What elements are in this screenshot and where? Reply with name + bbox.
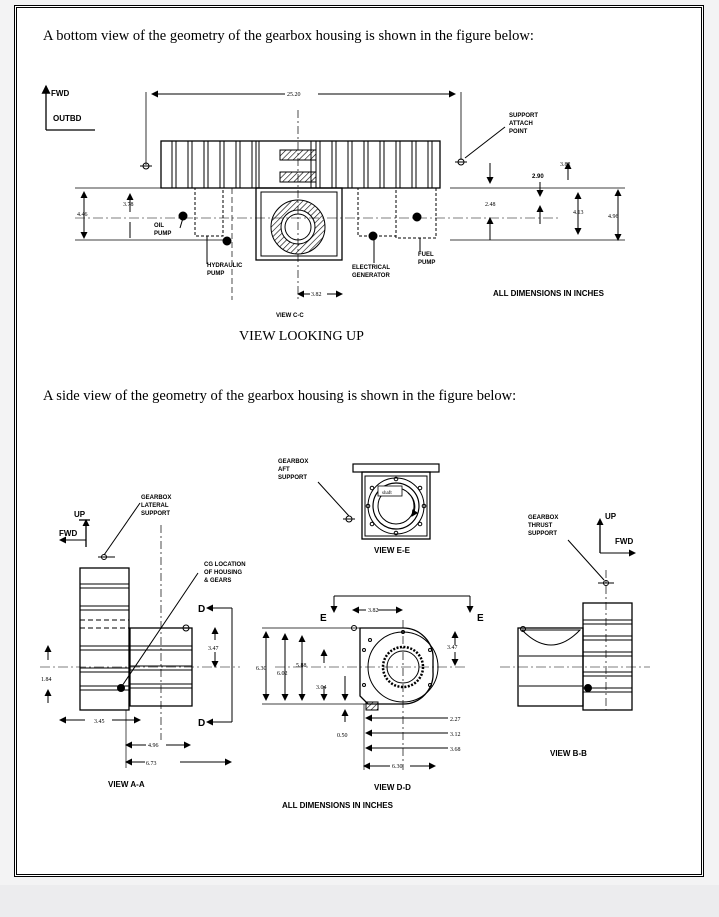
support-attach-label-3: POINT [509, 129, 528, 135]
thrust-support-label-2: THRUST [528, 523, 553, 529]
dim-4-96-side: 4.96 [148, 743, 159, 749]
aft-support-label-3: SUPPORT [278, 475, 307, 481]
fuel-pump-label-1: FUEL [418, 252, 434, 258]
dim-3-78: 3.78 [123, 202, 134, 208]
view-looking-up-title: VIEW LOOKING UP [239, 329, 364, 344]
fwd-label-right: FWD [615, 537, 633, 546]
dim-3-04: 3.04 [316, 685, 327, 691]
lateral-support-label-1: GEARBOX [141, 495, 171, 501]
dim-5-88: 5.88 [296, 663, 307, 669]
view-bb-labels: GEARBOX THRUST SUPPORT UP FWD VIEW B-B [528, 512, 633, 758]
dim-2-90: 2.90 [532, 174, 544, 180]
aft-support-label-1: GEARBOX [278, 459, 308, 465]
cg-location-label-2: OF HOUSING [204, 570, 242, 576]
up-label-right: UP [605, 512, 617, 521]
dim-4-46: 4.46 [77, 212, 88, 218]
figure-sheet: A bottom view of the geometry of the gea… [14, 5, 704, 877]
fuel-pump-label-2: PUMP [418, 260, 435, 266]
electrical-generator-label-2: GENERATOR [352, 273, 390, 279]
oil-pump-label-2: PUMP [154, 231, 171, 237]
view-cc-labels: FWD OUTBD SUPPORT ATTACH POINT OIL PUMP … [51, 89, 619, 319]
up-label-left: UP [74, 510, 86, 519]
dim-3-82-side: 3.82 [368, 608, 379, 614]
dim-3-45: 3.45 [94, 719, 105, 725]
view-bb-drawing [500, 518, 650, 711]
lateral-support-label-2: LATERAL [141, 503, 169, 509]
dim-6-30-horizontal: 6.30 [392, 764, 403, 770]
dim-3-47-right: 3.47 [447, 645, 458, 651]
all-dims-label-side: ALL DIMENSIONS IN INCHES [282, 801, 394, 810]
electrical-generator-label-1: ELECTRICAL [352, 265, 390, 271]
hydraulic-pump-label-1: HYDRAULIC [207, 263, 243, 269]
dim-6-30-vertical: 6.30 [256, 666, 267, 672]
section-d-top: D [198, 604, 205, 615]
dim-3-82-right: 3.82 [560, 162, 571, 168]
page-footer-strip [0, 885, 719, 917]
dim-3-12: 3.12 [450, 732, 461, 738]
dim-3-47-left: 3.47 [208, 646, 219, 652]
dim-0-50: 0.50 [337, 733, 348, 739]
oil-pump-label-1: OIL [154, 223, 164, 229]
fwd-label-left: FWD [59, 529, 77, 538]
thrust-support-label-3: SUPPORT [528, 531, 557, 537]
cg-location-label-1: CG LOCATION [204, 562, 246, 568]
intro-bottom-view: A bottom view of the geometry of the gea… [43, 28, 534, 44]
view-bb-label: VIEW B-B [550, 749, 587, 758]
view-ee-label: VIEW E-E [374, 546, 411, 555]
dim-1-84: 1.84 [41, 677, 52, 683]
section-d-bottom: D [198, 718, 205, 729]
dim-3-68: 3.68 [450, 747, 461, 753]
view-cc-label: VIEW C-C [276, 313, 304, 319]
view-ee-drawing [317, 463, 440, 540]
view-dd-label: VIEW D-D [374, 783, 411, 792]
dim-2-48: 2.48 [485, 202, 496, 208]
dim-25-20: 25.20 [287, 92, 301, 98]
support-attach-label-2: ATTACH [509, 121, 533, 127]
outbd-label: OUTBD [53, 114, 82, 123]
view-ee-labels: GEARBOX AFT SUPPORT shaft VIEW E-E [278, 459, 411, 555]
dim-6-73: 6.73 [146, 761, 157, 767]
aft-support-label-2: AFT [278, 467, 290, 473]
lateral-support-label-3: SUPPORT [141, 511, 170, 517]
dim-4-96: 4.96 [608, 214, 619, 220]
dim-4-13: 4.13 [573, 210, 584, 216]
support-attach-label-1: SUPPORT [509, 113, 538, 119]
view-dd-drawing [262, 595, 474, 770]
view-aa-drawing [40, 502, 240, 768]
hydraulic-pump-label-2: PUMP [207, 271, 224, 277]
shaft-label: shaft [382, 491, 392, 496]
fwd-label: FWD [51, 89, 69, 98]
all-dims-label-top: ALL DIMENSIONS IN INCHES [493, 289, 605, 298]
dim-6-02: 6.02 [277, 671, 288, 677]
section-e-left: E [320, 613, 327, 624]
dim-2-27: 2.27 [450, 717, 461, 723]
view-cc-drawing [41, 84, 625, 300]
section-e-right: E [477, 613, 484, 624]
cg-location-label-3: & GEARS [204, 578, 231, 584]
view-aa-labels: UP FWD GEARBOX LATERAL SUPPORT CG LOCATI… [41, 495, 246, 789]
dim-3-82-bottom: 3.82 [311, 292, 322, 298]
view-aa-label: VIEW A-A [108, 780, 145, 789]
intro-side-view: A side view of the geometry of the gearb… [43, 388, 517, 404]
view-dd-labels: E E 3.82 3.47 6.30 6.02 5.88 3.04 0.50 2… [256, 608, 484, 810]
thrust-support-label-1: GEARBOX [528, 515, 558, 521]
